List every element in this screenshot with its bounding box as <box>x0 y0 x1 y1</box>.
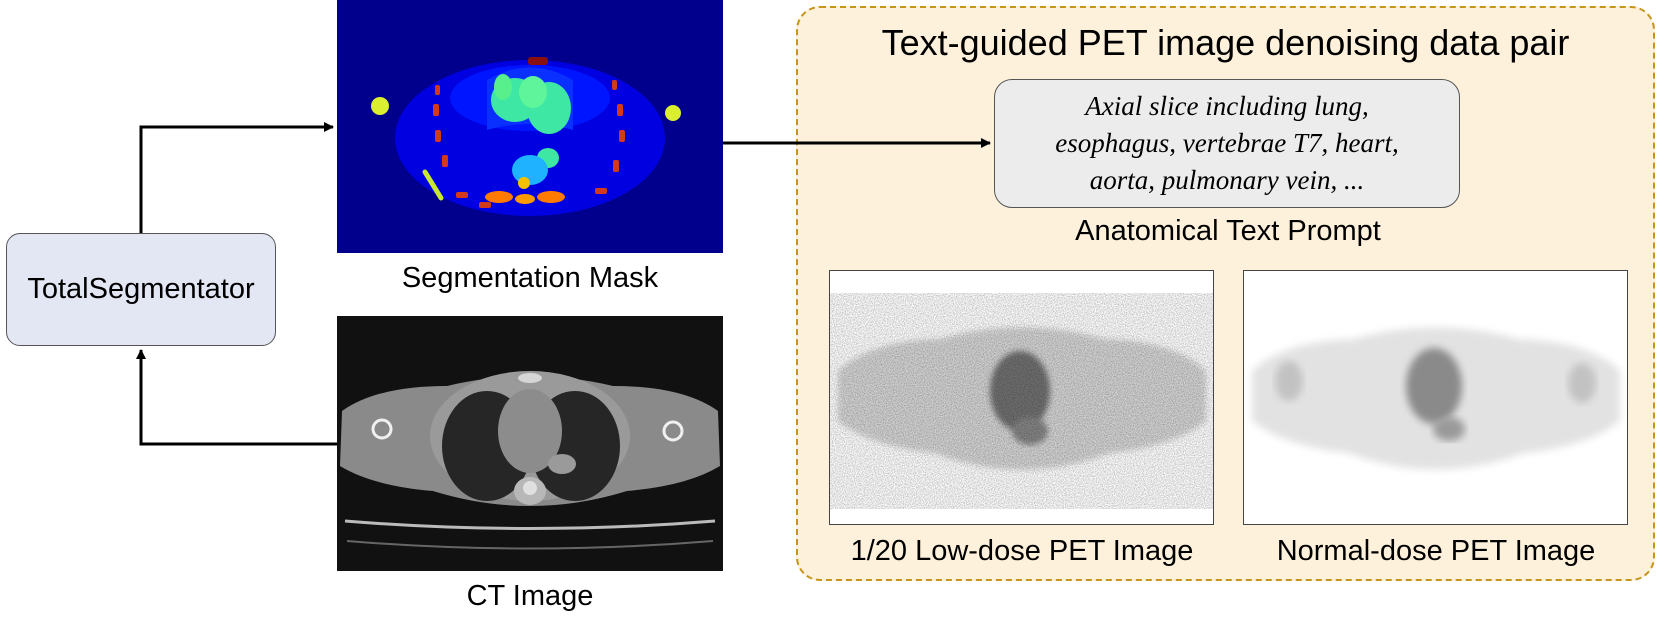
normal-dose-pet-caption: Normal-dose PET Image <box>1276 535 1596 567</box>
segmentation-mask-caption: Segmentation Mask <box>401 262 659 294</box>
normal-dose-pet-image <box>1243 270 1628 525</box>
totalsegmentator-box: TotalSegmentator <box>6 233 276 346</box>
arrow-ct-to-segmentator <box>136 349 337 446</box>
prompt-line: aorta, pulmonary vein, ... <box>1089 165 1365 195</box>
anatomical-text-prompt-box: Axial slice including lung, esophagus, v… <box>994 79 1460 208</box>
anatomical-text-prompt-caption: Anatomical Text Prompt <box>1075 215 1381 247</box>
segmentation-mask-image <box>337 0 723 253</box>
ct-image-caption: CT Image <box>466 580 594 612</box>
ct-image <box>337 316 723 571</box>
low-dose-pet-caption: 1/20 Low-dose PET Image <box>850 535 1194 567</box>
arrow-segmentator-to-mask <box>139 122 334 233</box>
prompt-line: Axial slice including lung, <box>1085 91 1369 121</box>
prompt-line: esophagus, vertebrae T7, heart, <box>1055 128 1399 158</box>
data-pair-title: Text-guided PET image denoising data pai… <box>881 22 1570 63</box>
totalsegmentator-label: TotalSegmentator <box>27 273 255 305</box>
low-dose-pet-image <box>829 270 1214 525</box>
